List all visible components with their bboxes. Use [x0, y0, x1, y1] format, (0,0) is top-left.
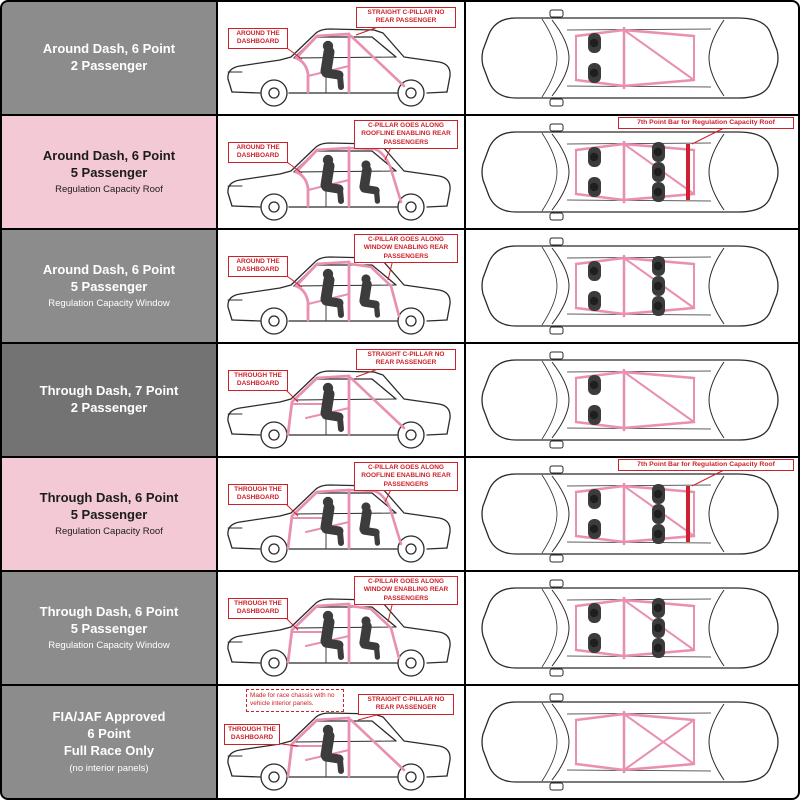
row-1-title-line-2: 2 Passenger — [70, 58, 148, 73]
row-3-label: Around Dash, 6 Point 5 Passenger Regulat… — [2, 230, 216, 342]
row-2-top-view: 7th Point Bar for Regulation Capacity Ro… — [466, 116, 798, 228]
row-2-side-view: Around the Dashboard C-Pillar goes along… — [218, 116, 464, 228]
annotation-cpillar: C-Pillar goes along window enabling rear… — [354, 234, 458, 264]
row-1-title-line-1: Around Dash, 6 Point — [42, 41, 176, 57]
annotation-dashboard: Through the Dashboard — [228, 484, 288, 505]
row-4-title-line-2: 2 Passenger — [70, 400, 148, 415]
row-2-label: Around Dash, 6 Point 5 Passenger Regulat… — [2, 116, 216, 228]
config-row-1: Around Dash, 6 Point 2 Passenger Around … — [2, 2, 798, 114]
top-view-car-diagram — [481, 123, 779, 221]
row-6-subtitle: Regulation Capacity Window — [48, 640, 170, 652]
row-7-top-view — [466, 686, 798, 798]
row-6-title-line-2: 5 Passenger — [70, 620, 148, 636]
row-5-side-view: Through the Dashboard C-Pillar goes alon… — [218, 458, 464, 570]
annotation-dashboard: Through the Dashboard — [228, 598, 288, 619]
top-view-car-diagram — [481, 465, 779, 563]
annotation-seventh-point-bar: 7th Point Bar for Regulation Capacity Ro… — [618, 459, 794, 472]
row-6-title-line-1: Through Dash, 6 Point — [39, 603, 179, 619]
row-7-subtitle: (no interior panels) — [69, 762, 149, 774]
row-3-subtitle: Regulation Capacity Window — [48, 298, 170, 310]
row-5-label: Through Dash, 6 Point 5 Passenger Regula… — [2, 458, 216, 570]
row-3-top-view — [466, 230, 798, 342]
row-7-label: FIA/JAF Approved 6 Point Full Race Only … — [2, 686, 216, 798]
row-5-top-view: 7th Point Bar for Regulation Capacity Ro… — [466, 458, 798, 570]
top-view-car-diagram — [481, 693, 779, 791]
row-7-title-line-2: 6 Point — [87, 726, 131, 742]
race-chassis-note: Made for race chassis with no vehicle in… — [246, 689, 344, 712]
row-5-title-line-1: Through Dash, 6 Point — [39, 489, 179, 505]
config-row-6: Through Dash, 6 Point 5 Passenger Regula… — [2, 572, 798, 684]
row-6-side-view: Through the Dashboard C-Pillar goes alon… — [218, 572, 464, 684]
row-1-top-view — [466, 2, 798, 114]
config-row-2: Around Dash, 6 Point 5 Passenger Regulat… — [2, 116, 798, 228]
row-7-side-view: Made for race chassis with no vehicle in… — [218, 686, 464, 798]
annotation-cpillar: Straight C-Pillar No Rear Passenger — [358, 694, 454, 715]
annotation-dashboard: Around the Dashboard — [228, 256, 288, 277]
row-4-title-line-1: Through Dash, 7 Point — [39, 383, 179, 399]
side-view-car-diagram — [227, 712, 451, 791]
row-2-title-line-2: 5 Passenger — [70, 164, 148, 180]
row-3-title-line-2: 5 Passenger — [70, 278, 148, 294]
row-7-title-line-1: FIA/JAF Approved — [52, 709, 166, 725]
row-6-top-view — [466, 572, 798, 684]
top-view-car-diagram — [481, 579, 779, 677]
row-2-title-line-1: Around Dash, 6 Point — [42, 147, 176, 163]
top-view-car-diagram — [481, 351, 779, 449]
config-row-7: FIA/JAF Approved 6 Point Full Race Only … — [2, 686, 798, 798]
config-row-5: Through Dash, 6 Point 5 Passenger Regula… — [2, 458, 798, 570]
annotation-cpillar: Straight C-Pillar No Rear Passenger — [356, 349, 456, 370]
row-4-label: Through Dash, 7 Point 2 Passenger — [2, 344, 216, 456]
annotation-seventh-point-bar: 7th Point Bar for Regulation Capacity Ro… — [618, 117, 794, 130]
row-5-title-line-2: 5 Passenger — [70, 506, 148, 522]
top-view-car-diagram — [481, 9, 779, 107]
row-7-title-line-3: Full Race Only — [63, 743, 155, 758]
annotation-cpillar: C-Pillar goes along roofline enabling re… — [354, 120, 458, 150]
annotation-dashboard: Around the Dashboard — [228, 142, 288, 163]
row-6-label: Through Dash, 6 Point 5 Passenger Regula… — [2, 572, 216, 684]
annotation-dashboard: Through the Dashboard — [228, 370, 288, 391]
top-view-car-diagram — [481, 237, 779, 335]
annotation-cpillar: C-Pillar goes along window enabling rear… — [354, 576, 458, 606]
row-5-subtitle: Regulation Capacity Roof — [55, 526, 163, 538]
row-1-side-view: Around the Dashboard Straight C-Pillar N… — [218, 2, 464, 114]
annotation-cpillar: Straight C-Pillar No Rear Passenger — [356, 7, 456, 28]
annotation-cpillar: C-Pillar goes along roofline enabling re… — [354, 462, 458, 492]
row-4-side-view: Through the Dashboard Straight C-Pillar … — [218, 344, 464, 456]
row-3-title-line-1: Around Dash, 6 Point — [42, 261, 176, 277]
config-row-3: Around Dash, 6 Point 5 Passenger Regulat… — [2, 230, 798, 342]
annotation-dashboard: Around the Dashboard — [228, 28, 288, 49]
annotation-dashboard: Through the Dashboard — [224, 724, 280, 745]
config-row-4: Through Dash, 7 Point 2 Passenger Throug… — [2, 344, 798, 456]
row-2-subtitle: Regulation Capacity Roof — [55, 184, 163, 196]
row-4-top-view — [466, 344, 798, 456]
row-1-label: Around Dash, 6 Point 2 Passenger — [2, 2, 216, 114]
row-3-side-view: Around the Dashboard C-Pillar goes along… — [218, 230, 464, 342]
